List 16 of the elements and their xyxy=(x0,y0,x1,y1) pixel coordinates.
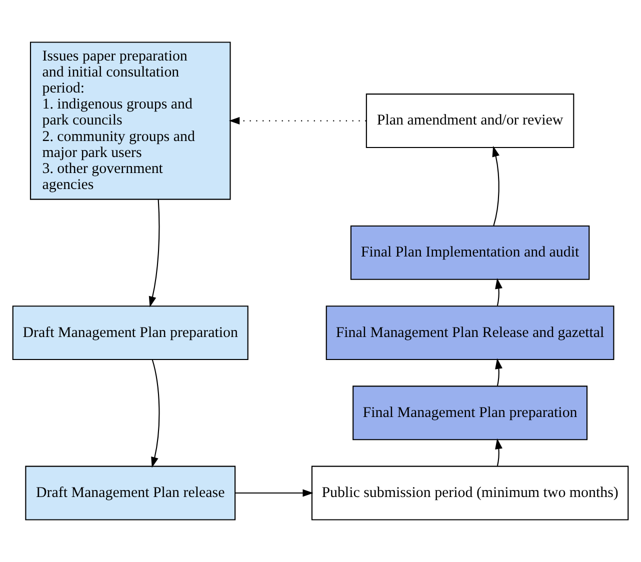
node-box: Issues paper preparation and initial consultation period: 1. indigenous groups and park councils 2. community groups and major park users 3. other government agencies xyxy=(30,42,231,200)
arrow xyxy=(492,146,500,226)
node-box: Public submission period (minimum two months) xyxy=(311,466,629,520)
arrow xyxy=(495,438,502,466)
arrow xyxy=(148,199,160,308)
arrow xyxy=(228,117,366,125)
node-box: Draft Management Plan preparation xyxy=(12,306,248,360)
arrow xyxy=(235,489,314,497)
node-box: Plan amendment and/or review xyxy=(366,94,574,148)
node-box: Final Plan Implementation and audit xyxy=(350,225,590,280)
node-box: Draft Management Plan release xyxy=(25,466,236,520)
node-box: Final Management Plan preparation xyxy=(352,386,588,440)
node-box: Final Management Plan Release and gazettal xyxy=(326,306,614,360)
arrow xyxy=(495,278,502,306)
arrow xyxy=(495,358,502,386)
arrow xyxy=(151,359,160,468)
